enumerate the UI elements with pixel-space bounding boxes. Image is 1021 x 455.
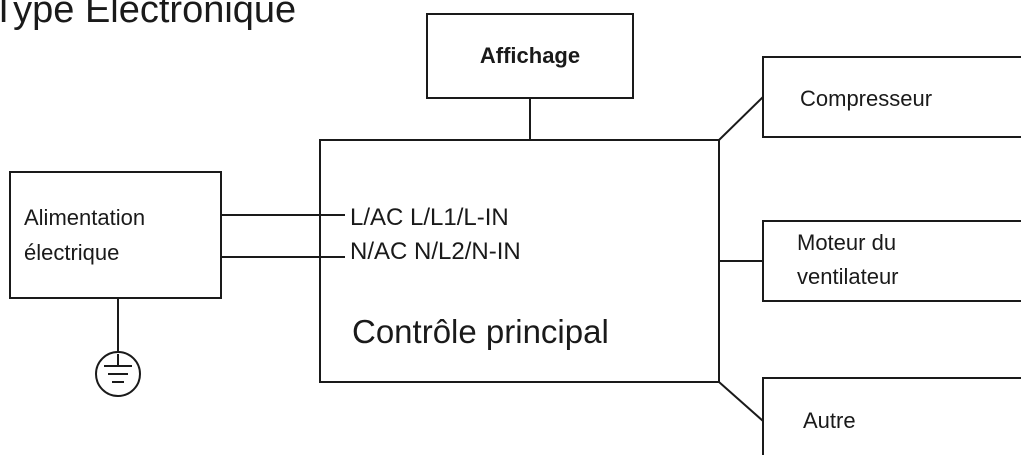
- power-supply-box: [9, 171, 222, 299]
- other-box: [762, 377, 1021, 455]
- other-label: Autre: [803, 408, 856, 433]
- main-control-line1: L/AC L/L1/L-IN: [350, 204, 509, 231]
- compressor-box: [762, 56, 1021, 138]
- compressor-connector: [718, 96, 764, 141]
- other-connector: [718, 381, 764, 422]
- main-control-label: Contrôle principal: [352, 313, 609, 350]
- display-label: Affichage: [480, 43, 580, 68]
- display-box: [426, 13, 634, 99]
- ground-icon: [95, 351, 141, 397]
- main-control-box: [319, 139, 720, 383]
- fan-label-line2: ventilateur: [797, 264, 899, 289]
- compressor-label: Compresseur: [800, 86, 932, 111]
- main-control-line2: N/AC N/L2/N-IN: [350, 238, 521, 265]
- power-label-line1: Alimentation: [24, 205, 145, 230]
- diagram-title: Type Électronique: [0, 0, 296, 31]
- fan-motor-box: [762, 220, 1021, 302]
- power-label-line2: électrique: [24, 240, 119, 265]
- fan-label-line1: Moteur du: [797, 230, 896, 255]
